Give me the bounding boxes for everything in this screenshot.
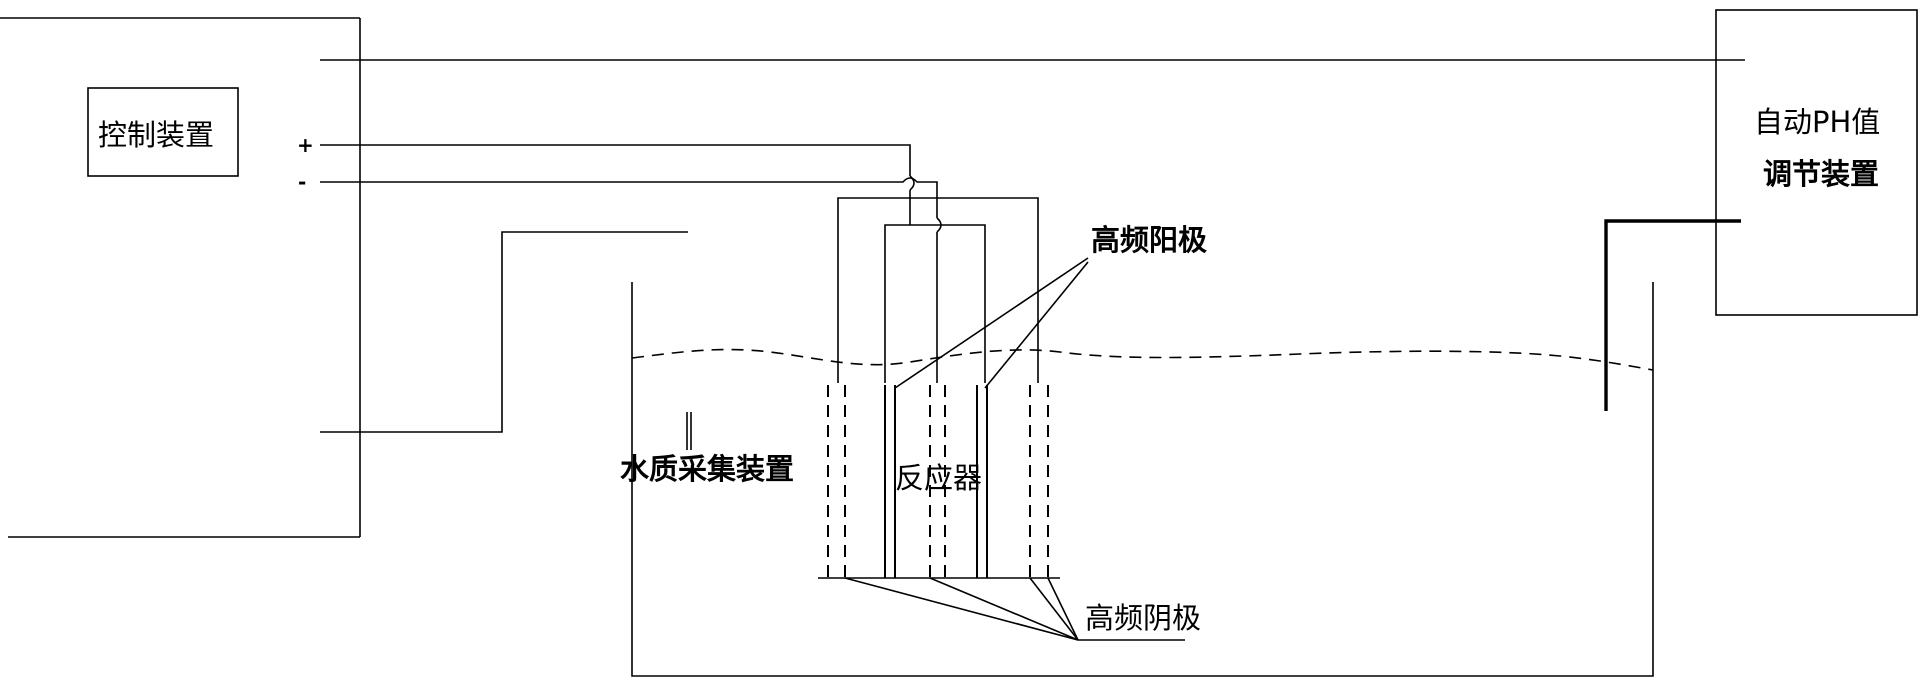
electrode-wiring bbox=[837, 197, 1039, 383]
cathode-leader-4 bbox=[1047, 577, 1079, 641]
minus-terminal: - bbox=[298, 170, 306, 194]
sampling-line bbox=[320, 231, 688, 433]
cathode-callout: 高频阴极 bbox=[844, 577, 1201, 641]
water-tank bbox=[631, 282, 1654, 677]
ph-device-box bbox=[1715, 9, 1918, 316]
inner-frame bbox=[884, 224, 986, 383]
water-sampling-device: 水质采集装置 bbox=[320, 231, 794, 486]
anode-callout: 高频阳极 bbox=[894, 223, 1207, 389]
cathode-label: 高频阴极 bbox=[1085, 601, 1201, 635]
ph-device-label-line2: 调节装置 bbox=[1763, 157, 1879, 191]
ph-device-label-line1: 自动PH值 bbox=[1754, 105, 1880, 139]
cathode-leader-1 bbox=[844, 577, 1079, 641]
electrodes bbox=[818, 385, 1060, 579]
control-device: 控制装置 bbox=[87, 87, 239, 177]
plus-terminal: + bbox=[297, 133, 314, 157]
reactor-label: 反应器 bbox=[895, 461, 982, 495]
power-leads: + - bbox=[297, 133, 942, 265]
outer-frame bbox=[837, 197, 1039, 383]
cathode-leader-3 bbox=[1029, 577, 1079, 641]
water-sampling-label: 水质采集装置 bbox=[620, 452, 794, 486]
crossover-hump-1 bbox=[909, 175, 915, 191]
ph-dosing-pipe bbox=[1604, 219, 1741, 411]
anode-leader-1 bbox=[894, 257, 1089, 389]
plus-lead bbox=[320, 144, 911, 225]
minus-lead bbox=[320, 177, 938, 265]
cathode-leader-2 bbox=[929, 577, 1079, 641]
control-device-label: 控制装置 bbox=[98, 118, 214, 152]
water-surface-line bbox=[631, 348, 1654, 371]
ph-device: 自动PH值 调节装置 bbox=[1604, 9, 1918, 411]
left-cabinet bbox=[0, 17, 361, 538]
anode-label: 高频阳极 bbox=[1091, 223, 1207, 257]
tank-walls bbox=[631, 282, 1654, 677]
anode-leader-2 bbox=[984, 261, 1089, 389]
control-device-box bbox=[87, 87, 239, 177]
